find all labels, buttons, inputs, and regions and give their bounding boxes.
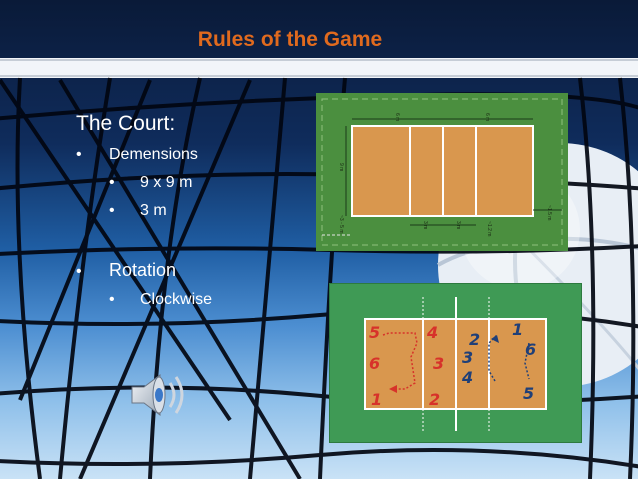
bullet-list: The Court: • Demensions • 9 x 9 m • 3 m … [76, 112, 212, 319]
dim-label-attack-left: 3 m [422, 221, 428, 229]
bullet-clockwise-text: Clockwise [140, 291, 213, 308]
pos-left-6: 2 [429, 390, 440, 409]
pos-right-6: 5 [523, 384, 534, 403]
bullet-size-text: 9 x 9 m [140, 174, 193, 191]
bullet-marker: • [109, 291, 115, 308]
pos-right-2: 6 [525, 340, 536, 359]
pos-right-3: 2 [469, 330, 480, 349]
dim-label-left: 9 m [338, 163, 344, 171]
bullet-size: • 9 x 9 m [109, 174, 212, 192]
bullet-dimensions: • Demensions [76, 146, 212, 164]
bullet-dimensions-text: Demensions [109, 146, 198, 163]
pos-left-4: 3 [433, 354, 444, 373]
slide-title: Rules of the Game [197, 28, 383, 51]
dim-label-net-post: ~1.2 m [486, 221, 492, 236]
bullet-attack-line: • 3 m [109, 202, 212, 220]
pos-left-1: 5 [369, 323, 380, 342]
pos-right-1: 1 [512, 320, 523, 339]
pos-left-2: 4 [426, 323, 438, 342]
pos-left-5: 1 [371, 390, 382, 409]
dim-label-bottom-left: ~3 - 5 m [338, 215, 344, 233]
bullet-clockwise: • Clockwise [109, 291, 212, 309]
pos-left-3: 6 [369, 354, 380, 373]
net-top-band [0, 58, 638, 78]
bullet-marker: • [109, 202, 115, 219]
speaker-icon[interactable] [128, 369, 186, 421]
bullet-rotation: • Rotation [76, 260, 212, 281]
dim-label-right: ~1.5 m [546, 205, 552, 220]
rotation-diagram: 5 4 6 3 1 2 1 6 2 3 4 5 [329, 283, 582, 443]
bullet-attack-line-text: 3 m [140, 202, 167, 219]
dim-label-attack-right: 3 m [455, 221, 461, 229]
bullet-marker: • [109, 174, 115, 191]
heading-the-court: The Court: [76, 112, 176, 135]
bullet-marker: • [76, 146, 82, 163]
bullet-rotation-text: Rotation [109, 260, 177, 280]
dim-label-top-left: 6 m [394, 113, 400, 121]
pos-right-4: 3 [462, 348, 473, 367]
dim-label-top-right: 6 m [484, 113, 490, 121]
bullet-marker: • [76, 263, 82, 280]
court-dimensions-diagram: 6 m 6 m 9 m ~1.5 m ~3 - 5 m 3 m 3 m ~1.2… [316, 93, 568, 251]
pos-right-5: 4 [461, 368, 473, 387]
